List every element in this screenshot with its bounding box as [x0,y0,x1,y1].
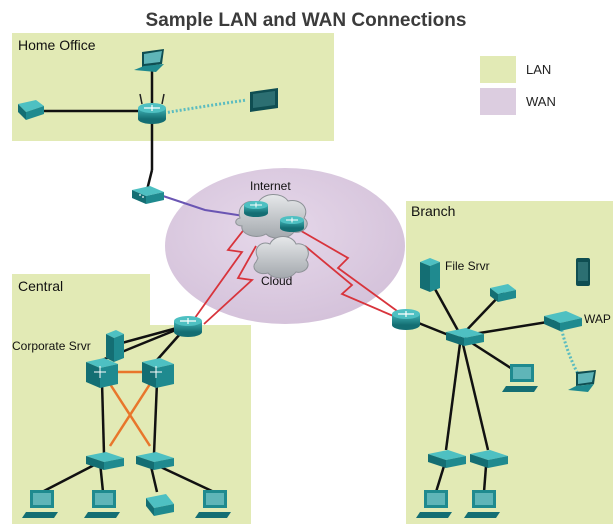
central-pc-icon [195,490,231,518]
branch-label: Branch [411,203,455,219]
central-lan-zone [12,274,251,524]
smartphone-icon [576,258,590,286]
branch-router-icon [392,309,420,330]
legend-lan-label: LAN [526,62,551,77]
corporate-server-label: Corporate Srvr [12,339,91,353]
modem-serial-link [159,194,245,217]
central-access-switch-icon [86,452,124,470]
home-laptop-icon [134,49,164,72]
legend-wan-label: WAN [526,94,556,109]
ethernet-links [40,65,561,494]
isp-router-icon [244,201,268,217]
wap-label: WAP [584,312,611,326]
private-cloud-icon [253,236,309,279]
central-router-icon [174,316,202,337]
home-tablet-icon [250,88,278,112]
legend-wan-swatch [480,88,516,115]
branch-lan-zone [406,201,613,524]
branch-pc-icon [416,490,452,518]
dsl-modem-icon [132,186,164,204]
branch-switch-icon [446,328,484,346]
branch-laptop-icon [568,370,596,392]
isp-router-icon [280,216,304,232]
switch-cross-links [108,370,152,447]
central-multilayer-switch-icon [86,358,118,388]
central-pc-icon [22,490,58,518]
central-multilayer-switch-icon [142,358,174,388]
branch-pc-icon [464,490,500,518]
home-printer-icon [18,100,44,120]
branch-access-switch-icon [428,450,466,468]
file-server-icon [420,258,440,292]
central-label: Central [18,278,63,294]
home-office-label: Home Office [18,37,96,53]
corporate-server-icon [106,330,124,362]
legend-lan-swatch [480,56,516,83]
branch-access-switch-icon [470,450,508,468]
diagram-title: Sample LAN and WAN Connections [146,10,467,31]
file-server-label: File Srvr [445,259,490,273]
internet-label: Internet [250,179,291,193]
central-ip-phone-icon [146,494,174,516]
home-router-icon [138,93,166,124]
branch-pc-icon [502,364,538,392]
home-office-lan-zone [12,33,334,141]
central-pc-icon [84,490,120,518]
wireless-access-point-icon [544,311,582,331]
branch-printer-icon [490,284,516,302]
legend: LAN WAN [480,56,556,115]
central-access-switch-icon [136,452,174,470]
